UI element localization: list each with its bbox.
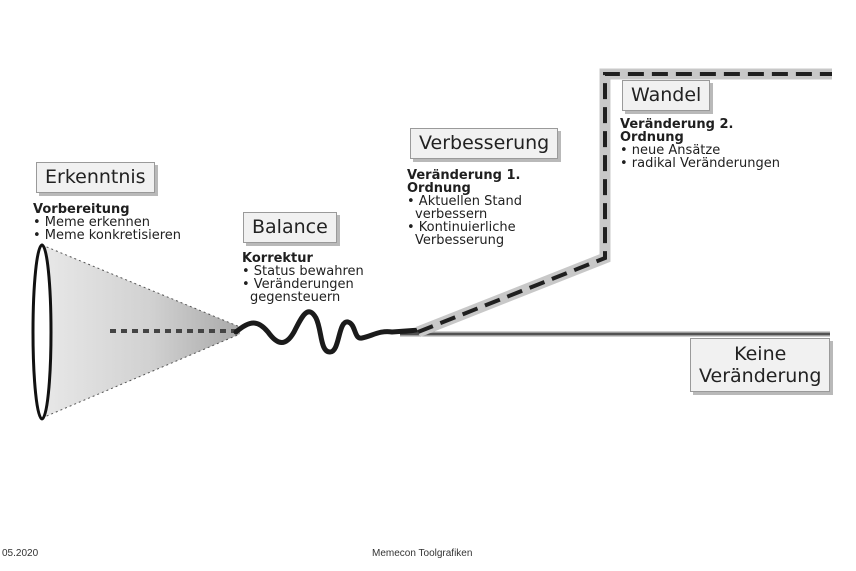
stage-balance-bullet: gegensteuern: [242, 291, 364, 304]
stage-balance-title: Balance: [243, 212, 337, 243]
stage-keine-line: Keine: [699, 343, 821, 365]
stage-wandel-title: Wandel: [622, 80, 710, 111]
footer-date: 05.2020: [2, 548, 38, 559]
stage-balance-details: Korrektur • Status bewahren • Veränderun…: [242, 252, 364, 304]
stage-erkenntnis-title: Erkenntnis: [36, 162, 155, 193]
stage-erkenntnis-bullet: • Meme konkretisieren: [33, 229, 181, 242]
stage-keine-line: Veränderung: [699, 365, 821, 387]
stage-erkenntnis-details: Vorbereitung • Meme erkennen • Meme konk…: [33, 203, 181, 242]
stage-verbesserung-details: Veränderung 1. Ordnung • Aktuellen Stand…: [407, 169, 522, 247]
stage-verbesserung-bullet: Verbesserung: [407, 234, 522, 247]
stage-keine-veraenderung-title: Keine Veränderung: [690, 338, 830, 392]
stage-verbesserung-title: Verbesserung: [410, 128, 558, 159]
footer-source: Memecon Toolgrafiken: [372, 548, 472, 559]
stage-wandel-bullet: • radikal Veränderungen: [620, 157, 780, 170]
funnel-mouth: [33, 245, 51, 419]
stage-wandel-details: Veränderung 2. Ordnung • neue Ansätze • …: [620, 118, 780, 170]
balance-wave: [236, 312, 420, 352]
